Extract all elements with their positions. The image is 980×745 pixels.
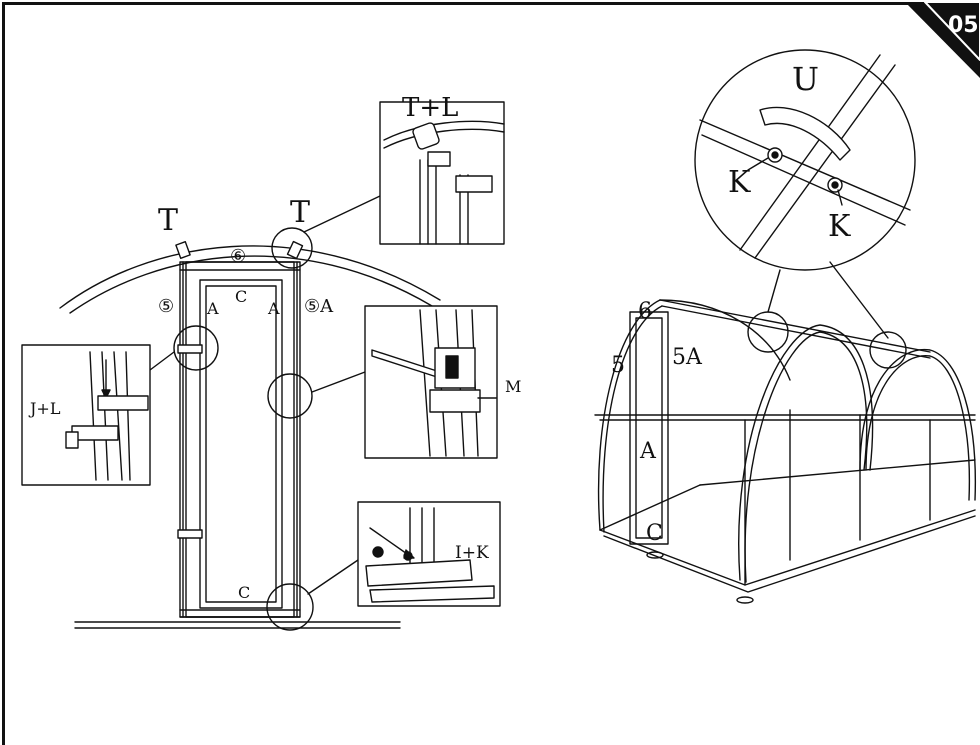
label-k-right: K [828, 209, 851, 244]
label-gh-six: 6 [638, 299, 652, 324]
label-c-top: C [235, 287, 247, 306]
detail-tl [379, 101, 505, 245]
door-assembly [59, 195, 441, 631]
label-five: ⑤ [158, 296, 174, 317]
page-number-tab: 05 [905, 1, 980, 78]
labels: T T ⑥ ⑤ ⑤A A A C C J+L T+L M I+K U K K 6… [28, 60, 851, 602]
label-five-a: ⑤A [304, 296, 334, 317]
label-six: ⑥ [230, 246, 246, 267]
detail-m [364, 305, 498, 459]
label-gh-c: C [646, 521, 663, 546]
label-jl: J+L [28, 399, 61, 418]
label-gh-a: A [639, 439, 657, 464]
page-number: 05 [948, 13, 979, 38]
label-k-left: K [728, 165, 751, 200]
label-m: M [505, 377, 521, 396]
label-a-left: A [206, 299, 219, 318]
label-c-bottom: C [238, 583, 250, 602]
label-t-right: T [290, 195, 310, 230]
label-a-right: A [267, 299, 280, 318]
label-t-left: T [158, 203, 178, 238]
greenhouse-frame [594, 49, 977, 604]
label-tl: T+L [402, 93, 458, 123]
label-u: U [792, 60, 819, 98]
label-gh-five: 5 [611, 353, 625, 378]
label-ik: I+K [455, 543, 489, 563]
label-gh-five-a: 5A [672, 345, 703, 370]
detail-ik [357, 501, 501, 607]
detail-jl [21, 344, 151, 486]
